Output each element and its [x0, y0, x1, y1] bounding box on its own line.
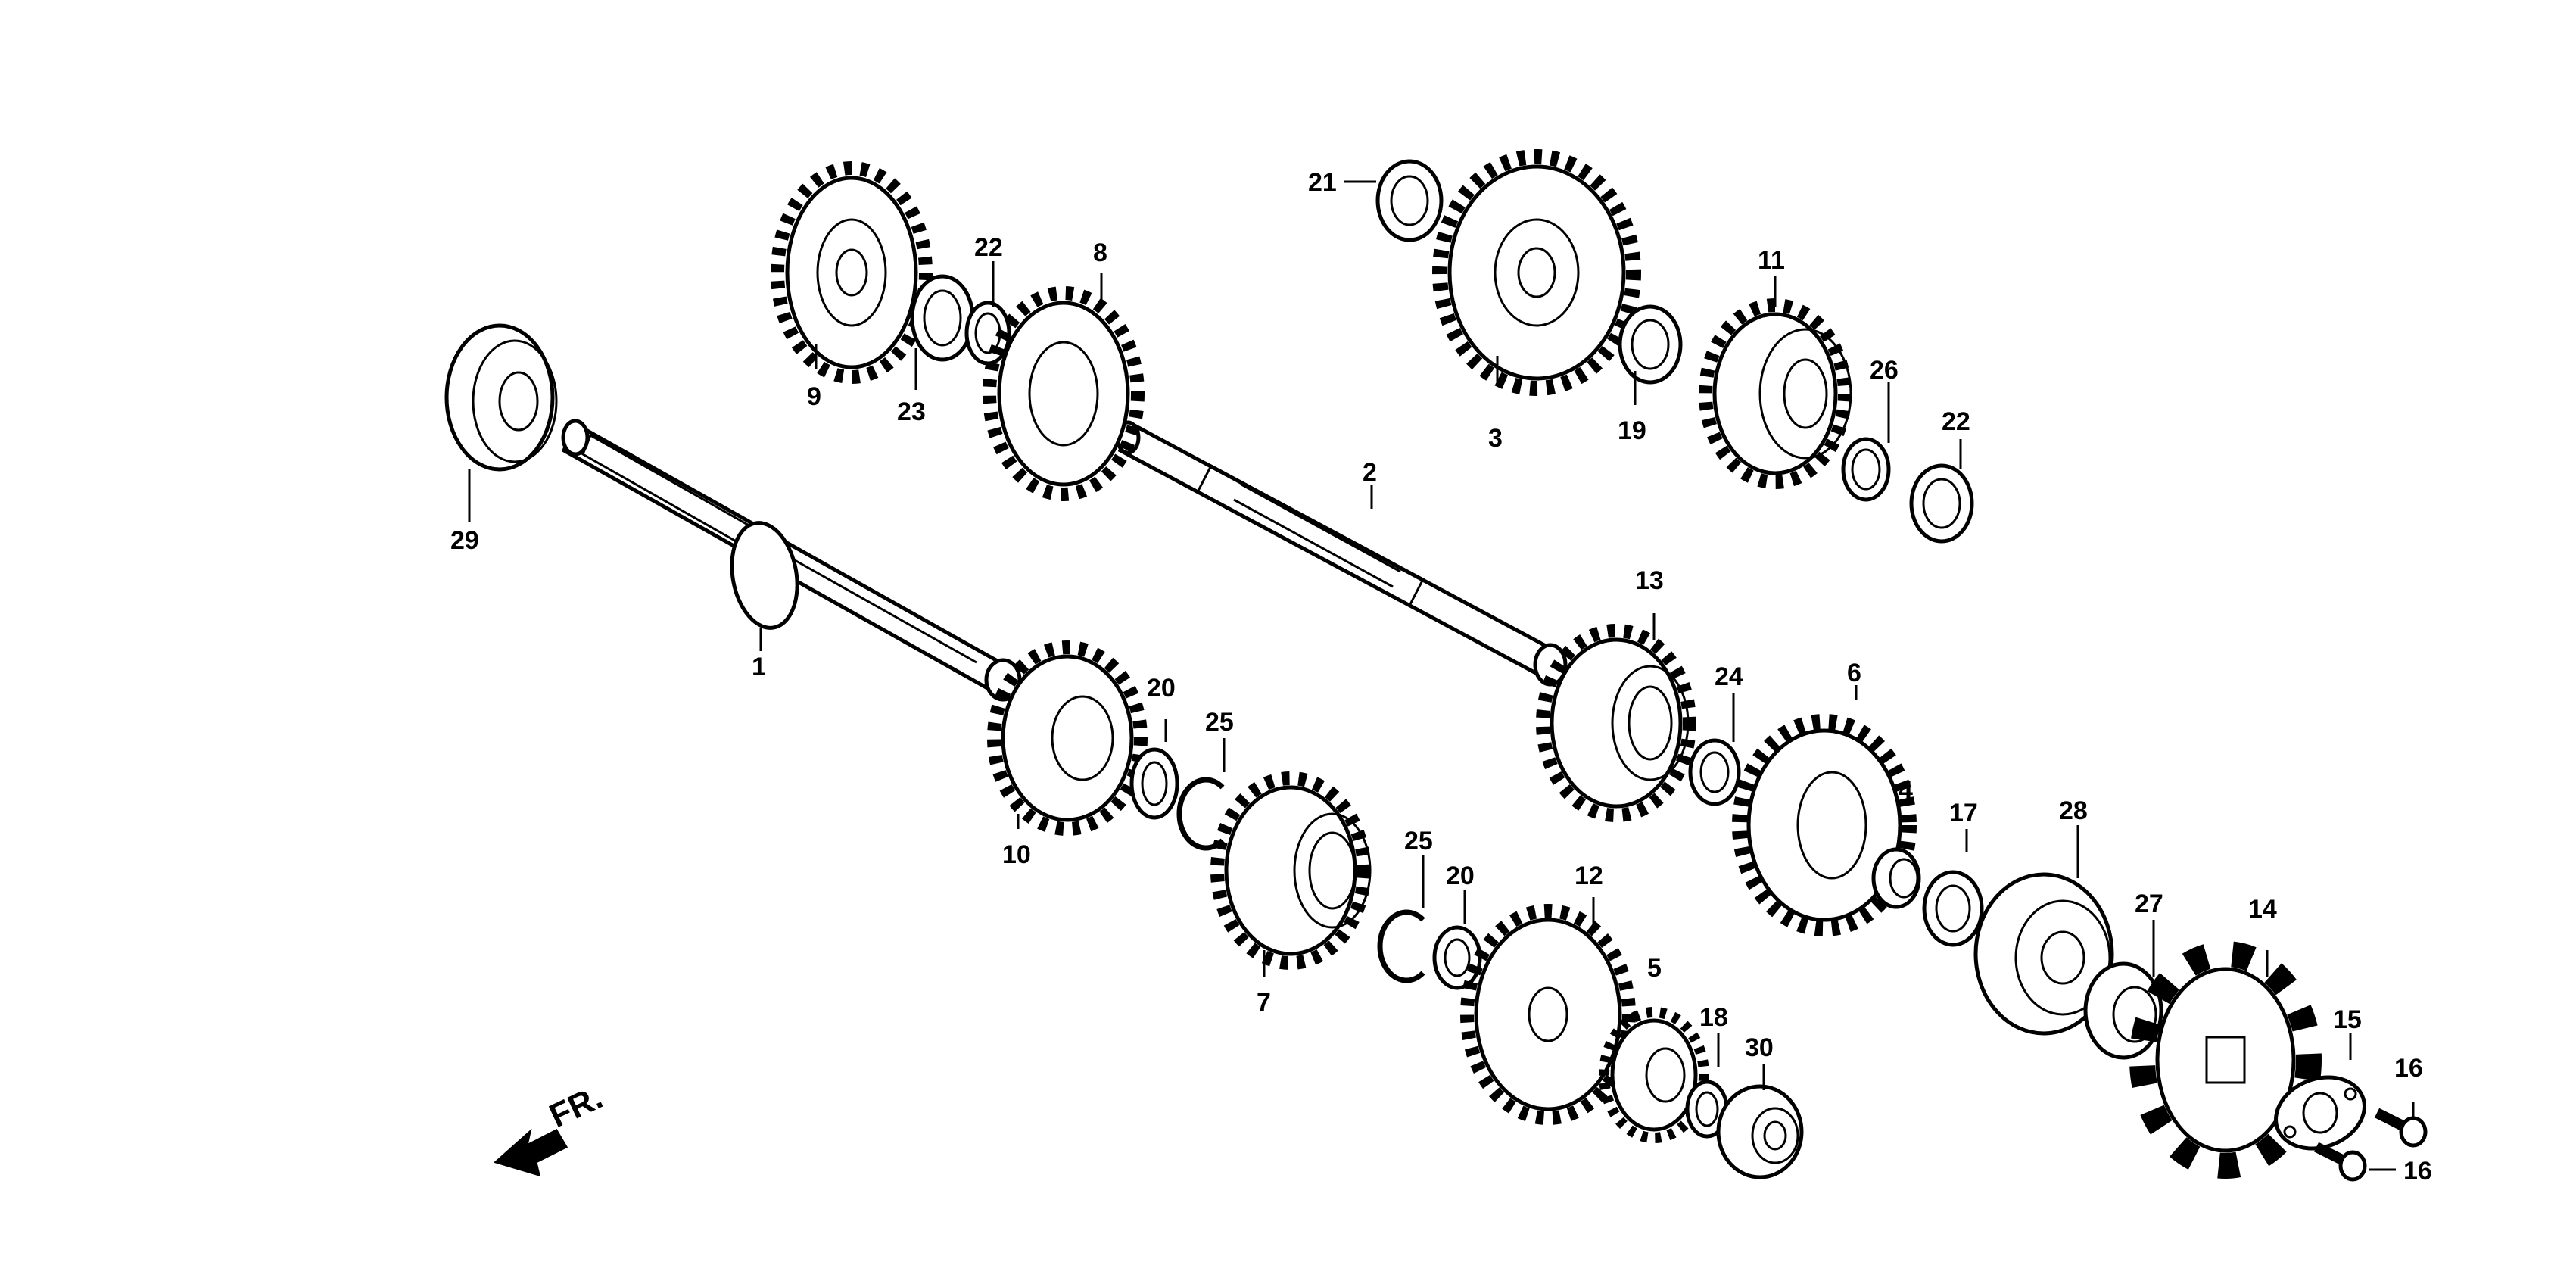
gear-7: [1210, 771, 1372, 970]
callout-20-upper: 20: [1147, 674, 1176, 703]
bearing-30: [1716, 1084, 1804, 1179]
bolt-16-lower: [2313, 1142, 2367, 1182]
washer-22-right: [1909, 463, 1974, 544]
washer-21: [1375, 159, 1444, 242]
callout-28: 28: [2059, 796, 2088, 825]
callout-16-lower: 16: [2403, 1157, 2432, 1186]
front-direction-indicator: FR.: [493, 1079, 609, 1177]
callout-5: 5: [1647, 954, 1662, 983]
washer-23: [910, 274, 975, 362]
circlip-25-lower: [1377, 909, 1425, 983]
sprocket-14: [2129, 941, 2322, 1179]
callout-29: 29: [450, 526, 479, 555]
callout-7: 7: [1257, 988, 1271, 1017]
callout-23: 23: [897, 397, 926, 426]
washer-24: [1688, 738, 1741, 806]
callout-4: 4: [1899, 776, 1913, 805]
callout-3: 3: [1488, 424, 1503, 453]
callout-16-upper: 16: [2394, 1054, 2423, 1083]
gear-13: [1536, 624, 1696, 822]
callout-25-lower: 25: [1404, 827, 1433, 855]
callout-27: 27: [2135, 890, 2163, 918]
callout-11: 11: [1758, 246, 1785, 275]
callout-1: 1: [752, 653, 766, 681]
callout-26: 26: [1870, 356, 1899, 385]
collar-4: [1871, 847, 1921, 909]
bolt-16-upper: [2374, 1108, 2428, 1148]
callout-13: 13: [1635, 566, 1664, 595]
callout-30: 30: [1745, 1033, 1774, 1062]
gear-9: [771, 161, 933, 384]
callout-21: 21: [1308, 168, 1337, 197]
gear-10: [987, 640, 1148, 836]
washer-19: [1618, 304, 1683, 385]
callout-9: 9: [807, 382, 821, 411]
washer-20-upper: [1129, 747, 1179, 820]
callout-2: 2: [1363, 458, 1377, 487]
callout-17: 17: [1949, 799, 1978, 827]
gear-8: [983, 286, 1145, 501]
callout-24: 24: [1715, 662, 1743, 691]
bearing-28: [1973, 872, 2114, 1036]
callout-20-lower: 20: [1446, 862, 1475, 890]
arrow-front-icon: [493, 1128, 568, 1177]
leader-lines: [468, 180, 2415, 1171]
bearing-27: [2083, 961, 2163, 1060]
plate-15: [2274, 1075, 2366, 1151]
callout-22-left: 22: [974, 233, 1003, 262]
callouts: 1 2 3 4 5 6 7 8 9 10 11 12 13 14 15 16 1…: [450, 168, 2432, 1186]
washer-20-lower: [1432, 925, 1482, 990]
shaft-2: [1115, 420, 1568, 687]
washer-17: [1922, 870, 1984, 947]
callout-6: 6: [1847, 659, 1861, 687]
gear-11: [1699, 298, 1852, 489]
callout-14: 14: [2248, 895, 2277, 924]
callout-15: 15: [2333, 1005, 2362, 1034]
front-label: FR.: [544, 1079, 609, 1135]
gear-3: [1432, 149, 1641, 396]
gear-6: [1732, 714, 1917, 936]
callout-8: 8: [1093, 238, 1107, 267]
circlip-25-upper: [1176, 777, 1225, 851]
callout-12: 12: [1575, 862, 1603, 890]
gear-5: [1599, 1007, 1709, 1143]
shaft-1: [561, 419, 1022, 702]
bearing-29: [444, 323, 558, 472]
callout-25-upper: 25: [1205, 708, 1234, 737]
callout-10: 10: [1002, 840, 1031, 869]
ring-26: [1841, 437, 1891, 502]
callout-18: 18: [1699, 1003, 1728, 1032]
callout-19: 19: [1618, 416, 1646, 445]
callout-22-right: 22: [1942, 407, 1970, 436]
gear-12: [1460, 904, 1636, 1125]
